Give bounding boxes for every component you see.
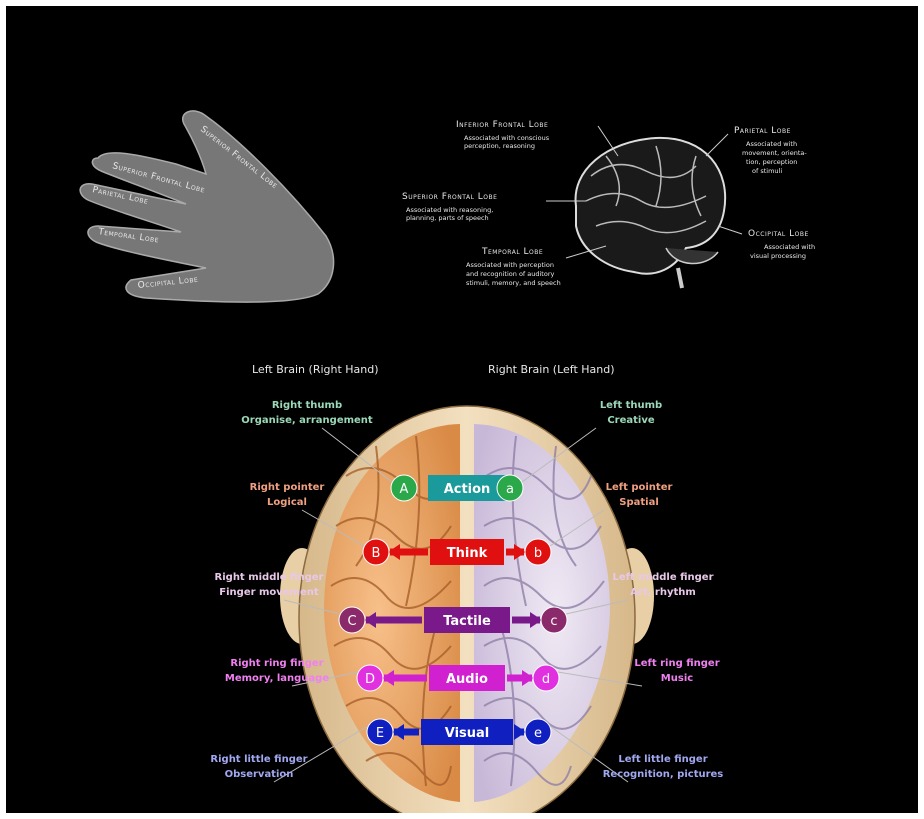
occipital-title: Occipital Lobe xyxy=(748,229,809,239)
band-text-right: Recognition, pictures xyxy=(603,769,724,780)
superior-frontal-desc-2: planning, parts of speech xyxy=(406,214,489,222)
hand-silhouette: Superior Frontal Lobe Parietal Lobe Temp… xyxy=(80,111,333,302)
band-text-right: Creative xyxy=(607,415,655,426)
temporal-title: Temporal Lobe xyxy=(481,247,543,257)
band-text-left: Right little finger xyxy=(210,754,307,765)
band-text-right: Left little finger xyxy=(618,754,707,765)
parietal-desc-3: tion, perception xyxy=(746,158,797,166)
band-text-left: Finger movement xyxy=(219,587,319,598)
band-box-label: Think xyxy=(447,546,488,561)
band-text-left: Right pointer xyxy=(250,482,325,493)
band-text-right: Left pointer xyxy=(606,482,673,493)
parietal-desc-2: movement, orienta- xyxy=(742,149,807,157)
diagram-svg: Superior Frontal Lobe Parietal Lobe Temp… xyxy=(6,6,918,813)
band-letter-left: E xyxy=(376,726,384,741)
band-text-right: Left middle finger xyxy=(612,572,713,583)
temporal-desc-1: Associated with perception xyxy=(466,261,554,269)
band-letter-right: a xyxy=(506,482,514,497)
inferior-frontal-desc-1: Associated with conscious xyxy=(464,134,550,142)
band-letter-right: d xyxy=(542,672,550,687)
inferior-frontal-title: Inferior Frontal Lobe xyxy=(456,120,548,130)
occipital-desc-2: visual processing xyxy=(750,252,806,260)
superior-frontal-desc-1: Associated with reasoning, xyxy=(406,206,493,214)
band-letter-left: B xyxy=(372,546,381,561)
band-text-left: Right thumb xyxy=(272,400,342,411)
inferior-frontal-desc-2: perception, reasoning xyxy=(464,142,535,150)
band-text-left: Right ring finger xyxy=(230,658,323,669)
band-box-label: Action xyxy=(444,482,491,497)
superior-frontal-title: Superior Frontal Lobe xyxy=(402,192,497,202)
band-text-left: Logical xyxy=(267,497,307,508)
band-letter-right: e xyxy=(534,726,542,741)
band-text-right: Spatial xyxy=(619,497,659,508)
band-letter-right: b xyxy=(534,546,542,561)
side-brain-illustration: Inferior Frontal Lobe Associated with co… xyxy=(402,120,815,288)
band-text-right: Music xyxy=(661,673,693,684)
parietal-desc-1: Associated with xyxy=(746,140,797,148)
left-brain-header: Left Brain (Right Hand) xyxy=(252,363,379,376)
temporal-desc-2: and recognition of auditory xyxy=(466,270,555,278)
right-brain-header: Right Brain (Left Hand) xyxy=(488,363,615,376)
parietal-desc-4: of stimuli xyxy=(752,167,782,175)
diagram-canvas: Superior Frontal Lobe Parietal Lobe Temp… xyxy=(6,6,918,813)
band-text-left: Right middle finger xyxy=(215,572,324,583)
occipital-desc-1: Associated with xyxy=(764,243,815,251)
band-letter-left: C xyxy=(347,614,356,629)
parietal-title: Parietal Lobe xyxy=(734,126,791,136)
brainstem-shape xyxy=(678,268,682,288)
hand-shape xyxy=(80,111,333,302)
band-text-left: Organise, arrangement xyxy=(241,415,373,426)
band-text-left: Memory, language xyxy=(225,673,329,684)
band-letter-left: A xyxy=(400,482,409,497)
band-letter-left: D xyxy=(365,672,375,687)
band-box-label: Tactile xyxy=(443,614,491,629)
band-box-label: Audio xyxy=(446,672,488,687)
band-box-label: Visual xyxy=(445,726,490,741)
temporal-desc-3: stimuli, memory, and speech xyxy=(466,279,561,287)
band-text-right: Left thumb xyxy=(600,400,662,411)
band-letter-right: c xyxy=(550,614,557,629)
band-text-right: Left ring finger xyxy=(634,658,719,669)
band-text-right: Art, rhythm xyxy=(630,587,696,598)
band-text-left: Observation xyxy=(225,769,294,780)
